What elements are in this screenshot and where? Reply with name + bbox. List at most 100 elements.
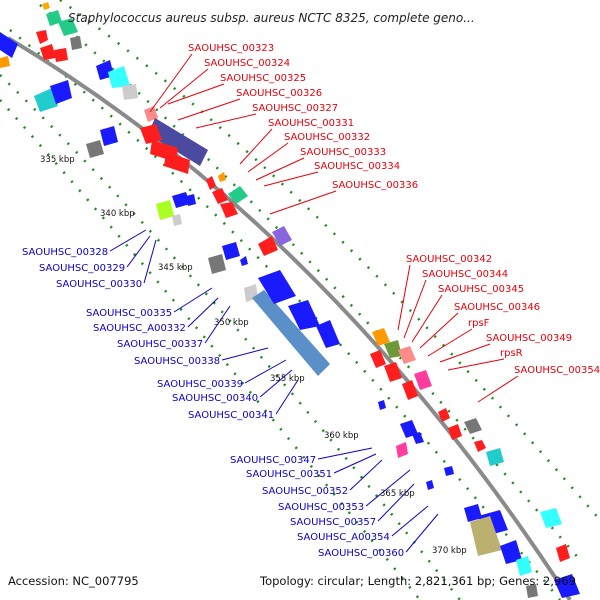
gene-label[interactable]: rpsR bbox=[500, 348, 523, 359]
gene-label[interactable]: SAOUHSC_00323 bbox=[188, 43, 274, 54]
gene-label[interactable]: SAOUHSC_00327 bbox=[252, 103, 338, 114]
gene-feature[interactable] bbox=[172, 214, 182, 226]
gene-feature[interactable] bbox=[212, 188, 228, 204]
gene-feature[interactable] bbox=[186, 194, 196, 206]
gene-label[interactable]: SAOUHSC_00342 bbox=[406, 254, 492, 265]
gene-label[interactable]: SAOUHSC_00352 bbox=[262, 486, 348, 497]
gene-label[interactable]: SAOUHSC_00328 bbox=[22, 247, 108, 258]
gene-label[interactable]: SAOUHSC_00326 bbox=[236, 88, 322, 99]
gene-feature[interactable] bbox=[516, 556, 532, 576]
gene-feature[interactable] bbox=[40, 44, 56, 60]
gene-feature[interactable] bbox=[400, 420, 418, 438]
gene-feature[interactable] bbox=[412, 432, 424, 444]
gene-label[interactable]: SAOUHSC_00354 bbox=[514, 365, 600, 376]
gene-feature[interactable] bbox=[370, 350, 386, 368]
gene-feature[interactable] bbox=[70, 36, 82, 50]
gene-feature[interactable] bbox=[140, 124, 162, 144]
gene-feature[interactable] bbox=[220, 202, 238, 218]
gene-label[interactable]: SAOUHSC_00357 bbox=[290, 517, 376, 528]
gene-label[interactable]: SAOUHSC_00360 bbox=[318, 548, 404, 559]
gene-label[interactable]: SAOUHSC_00339 bbox=[157, 379, 243, 390]
gene-label[interactable]: SAOUHSC_00334 bbox=[314, 161, 400, 172]
gene-feature[interactable] bbox=[384, 362, 402, 382]
gene-label[interactable]: SAOUHSC_00349 bbox=[486, 333, 572, 344]
gene-label[interactable]: SAOUHSC_00336 bbox=[332, 180, 418, 191]
gene-feature[interactable] bbox=[444, 466, 454, 476]
tick-label: 370 kbp bbox=[432, 546, 467, 556]
gene-feature[interactable] bbox=[414, 370, 432, 390]
gene-feature[interactable] bbox=[372, 328, 390, 346]
gene-feature[interactable] bbox=[398, 346, 416, 364]
gene-feature[interactable] bbox=[108, 66, 130, 88]
gene-feature[interactable] bbox=[378, 400, 386, 410]
gene-label[interactable]: SAOUHSC_00340 bbox=[172, 393, 258, 404]
gene-label[interactable]: SAOUHSC_00335 bbox=[86, 308, 172, 319]
gene-feature[interactable] bbox=[464, 504, 482, 522]
gene-feature[interactable] bbox=[402, 380, 418, 400]
gene-feature[interactable] bbox=[384, 340, 402, 358]
leader-line bbox=[109, 229, 147, 252]
gene-feature[interactable] bbox=[54, 48, 68, 62]
gene-feature[interactable] bbox=[228, 186, 248, 204]
gene-label[interactable]: SAOUHSC_A00354 bbox=[297, 532, 390, 543]
gene-label[interactable]: SAOUHSC_00346 bbox=[454, 302, 540, 313]
gene-feature[interactable] bbox=[554, 574, 580, 598]
gene-feature[interactable] bbox=[206, 176, 216, 190]
gene-feature[interactable] bbox=[58, 18, 78, 36]
gene-feature[interactable] bbox=[36, 30, 48, 44]
gene-feature[interactable] bbox=[252, 290, 330, 376]
gene-label[interactable]: SAOUHSC_00329 bbox=[39, 263, 125, 274]
gene-feature[interactable] bbox=[526, 584, 538, 598]
gene-feature[interactable] bbox=[316, 320, 340, 348]
gene-feature[interactable] bbox=[100, 126, 118, 146]
gene-feature[interactable] bbox=[122, 84, 138, 100]
gene-feature[interactable] bbox=[396, 442, 408, 458]
gene-label[interactable]: SAOUHSC_00345 bbox=[438, 284, 524, 295]
gene-feature[interactable] bbox=[34, 88, 58, 112]
gene-feature[interactable] bbox=[438, 408, 450, 422]
gene-label[interactable]: SAOUHSC_00325 bbox=[220, 73, 306, 84]
gene-feature[interactable] bbox=[0, 32, 18, 58]
gene-label[interactable]: SAOUHSC_00347 bbox=[230, 455, 316, 466]
gene-feature[interactable] bbox=[240, 256, 248, 266]
gene-feature[interactable] bbox=[222, 242, 240, 260]
gene-label[interactable]: rpsF bbox=[468, 318, 490, 329]
gene-label[interactable]: SAOUHSC_00351 bbox=[246, 469, 332, 480]
gene-feature[interactable] bbox=[258, 236, 278, 256]
gene-feature[interactable] bbox=[148, 118, 208, 166]
gene-label[interactable]: SAOUHSC_00338 bbox=[134, 356, 220, 367]
gene-feature[interactable] bbox=[486, 448, 504, 466]
gene-feature[interactable] bbox=[208, 254, 226, 274]
gene-feature[interactable] bbox=[474, 440, 486, 452]
gene-feature[interactable] bbox=[448, 424, 462, 440]
gene-feature[interactable] bbox=[50, 80, 72, 104]
gene-label[interactable]: SAOUHSC_00341 bbox=[188, 410, 274, 421]
gene-label[interactable]: SAOUHSC_00337 bbox=[117, 339, 203, 350]
gene-label[interactable]: SAOUHSC_00331 bbox=[268, 118, 354, 129]
gene-feature[interactable] bbox=[540, 508, 562, 528]
gene-label[interactable]: SAOUHSC_00344 bbox=[422, 269, 508, 280]
gene-feature[interactable] bbox=[164, 152, 190, 174]
gene-feature[interactable] bbox=[500, 540, 522, 564]
gene-feature[interactable] bbox=[470, 516, 502, 556]
gene-feature[interactable] bbox=[172, 192, 190, 208]
gene-label[interactable]: SAOUHSC_A00332 bbox=[93, 323, 186, 334]
gene-feature[interactable] bbox=[144, 106, 158, 122]
gene-label[interactable]: SAOUHSC_00332 bbox=[284, 132, 370, 143]
gene-label[interactable]: SAOUHSC_00353 bbox=[278, 502, 364, 513]
gene-label[interactable]: SAOUHSC_00330 bbox=[56, 279, 142, 290]
gene-label[interactable]: SAOUHSC_00324 bbox=[204, 58, 290, 69]
gene-feature[interactable] bbox=[464, 418, 482, 434]
gene-feature[interactable] bbox=[0, 56, 10, 68]
gene-feature[interactable] bbox=[288, 300, 320, 330]
gene-feature[interactable] bbox=[272, 226, 292, 246]
gene-label[interactable]: SAOUHSC_00333 bbox=[300, 147, 386, 158]
gene-feature[interactable] bbox=[86, 140, 104, 158]
gene-feature[interactable] bbox=[426, 480, 434, 490]
gene-feature[interactable] bbox=[42, 2, 50, 10]
gene-feature[interactable] bbox=[218, 172, 226, 182]
gene-feature[interactable] bbox=[258, 270, 296, 304]
gene-feature[interactable] bbox=[556, 544, 570, 562]
gene-feature[interactable] bbox=[156, 200, 174, 220]
